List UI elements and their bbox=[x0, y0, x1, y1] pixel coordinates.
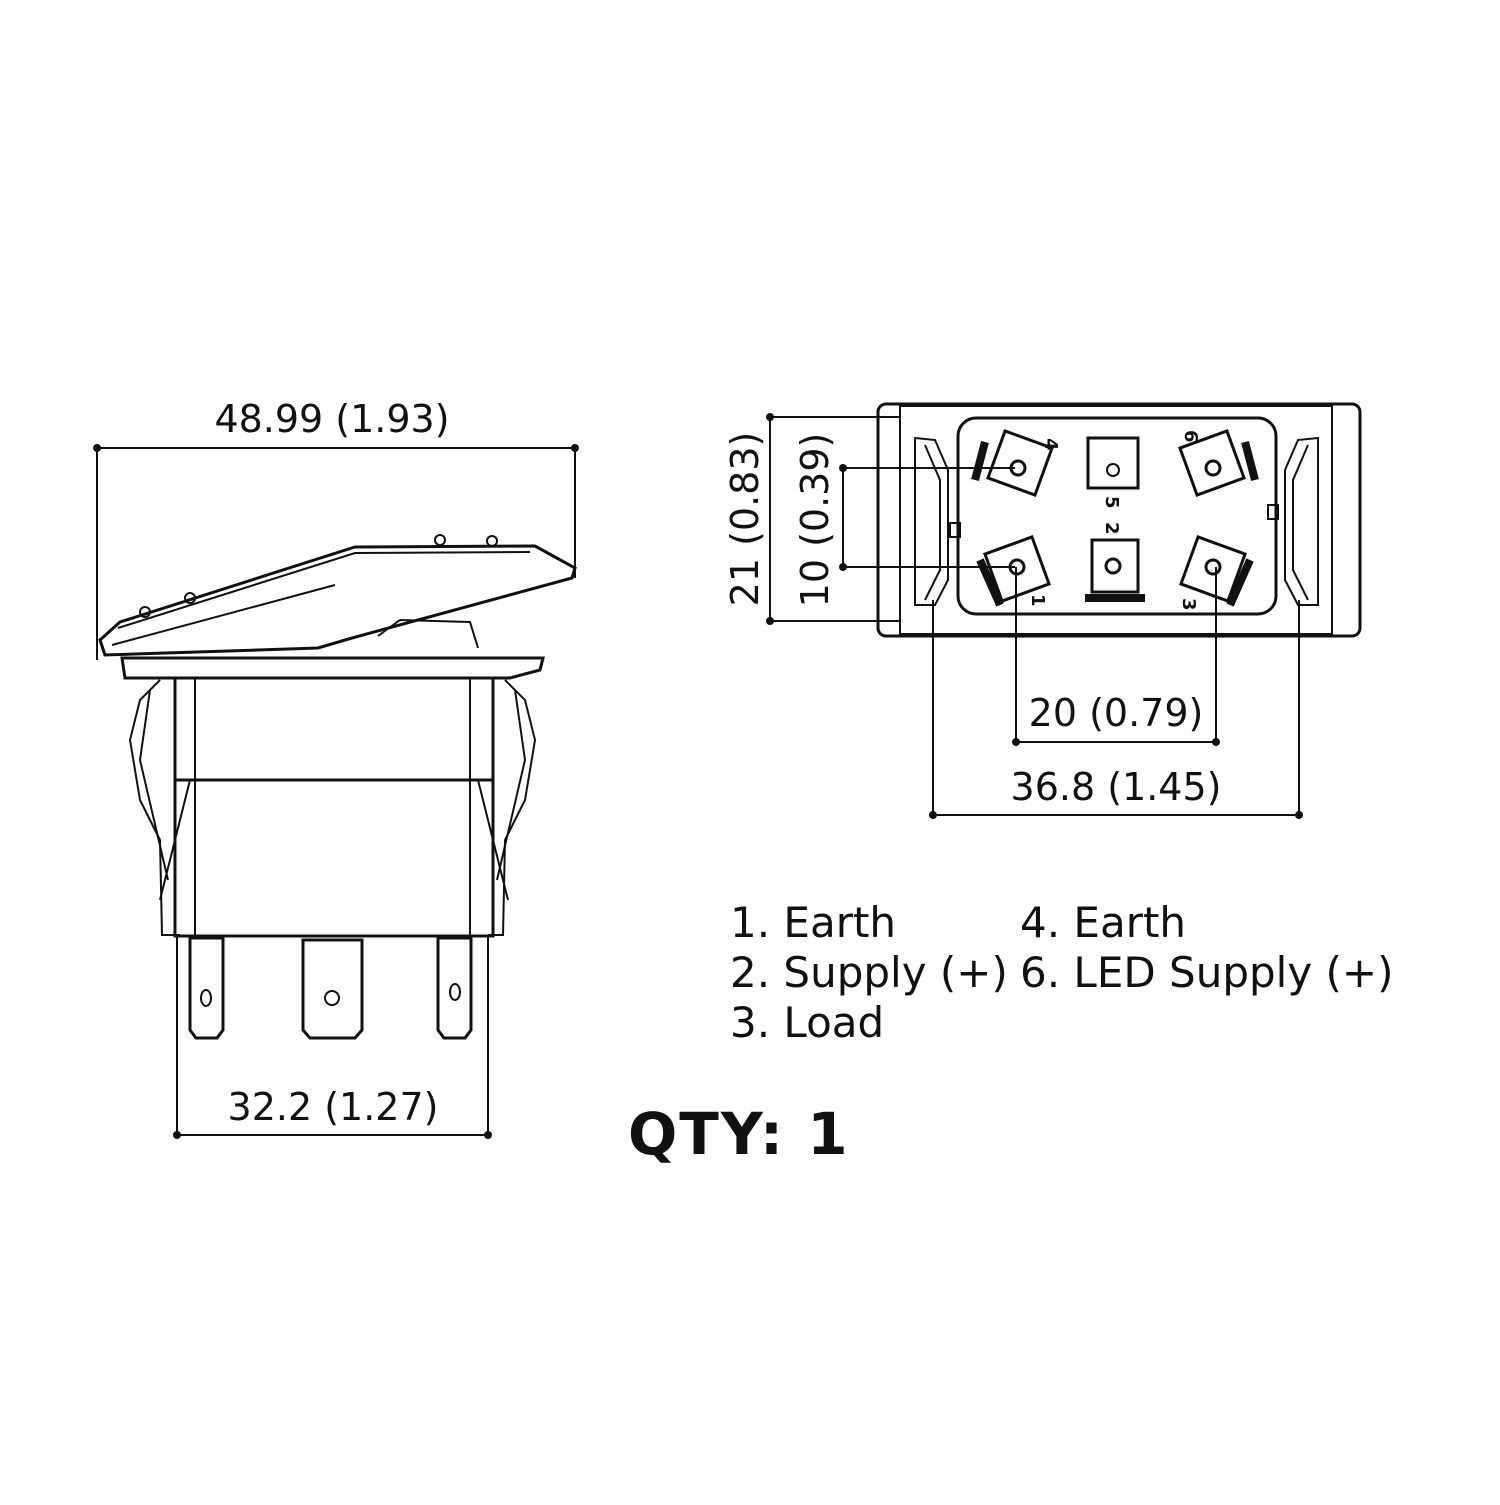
side-terminals bbox=[188, 936, 473, 1040]
side-view: 48.99 (1.93) bbox=[93, 397, 579, 1139]
pin-label-2: 2 bbox=[1101, 522, 1122, 535]
pin-label-3: 3 bbox=[1178, 598, 1199, 611]
pin-label-5: 5 bbox=[1101, 496, 1122, 509]
pin-pitch-dimension: 20 (0.79) bbox=[1012, 567, 1220, 746]
pin-terminal-3: 3 bbox=[1178, 535, 1254, 611]
legend-item-4: 4. Earth bbox=[1020, 898, 1187, 947]
height-inner-dimension: 10 (0.39) bbox=[793, 433, 1015, 608]
height-total-label: 21 (0.83) bbox=[723, 432, 767, 607]
pin-terminal-2: 2 bbox=[1085, 522, 1145, 602]
legend-item-1: 1. Earth bbox=[730, 898, 897, 947]
pin-label-1: 1 bbox=[1027, 594, 1048, 607]
side-width-label: 48.99 (1.93) bbox=[214, 397, 449, 441]
legend-item-6: 6. LED Supply (+) bbox=[1020, 948, 1394, 997]
pin-label-6: 6 bbox=[1180, 430, 1201, 443]
body-width-dimension: 36.8 (1.45) bbox=[929, 600, 1303, 819]
terminal-span-dimension: 32.2 (1.27) bbox=[173, 936, 492, 1139]
bezel-flange bbox=[120, 656, 545, 680]
height-inner-label: 10 (0.39) bbox=[793, 433, 837, 608]
terminal-pocket bbox=[956, 416, 1278, 616]
terminal-span-label: 32.2 (1.27) bbox=[228, 1085, 439, 1129]
pin-terminal-5: 5 bbox=[1086, 436, 1140, 509]
pin-legend-right: 4. Earth 6. LED Supply (+) bbox=[1020, 898, 1394, 998]
rocker-actuator bbox=[98, 534, 577, 657]
pin-label-4: 4 bbox=[1040, 438, 1061, 451]
legend-item-2: 2. Supply (+) bbox=[730, 948, 1008, 997]
pin-legend-left: 1. Earth 2. Supply (+) 3. Load bbox=[730, 898, 1008, 1048]
pin-terminal-6: 6 bbox=[1178, 429, 1259, 497]
side-width-dimension: 48.99 (1.93) bbox=[93, 397, 579, 660]
pin-pitch-label: 20 (0.79) bbox=[1029, 691, 1204, 735]
bottom-view: 4 6 5 2 1 3 bbox=[723, 402, 1362, 819]
body-width-label: 36.8 (1.45) bbox=[1011, 765, 1222, 809]
legend-item-3: 3. Load bbox=[730, 998, 885, 1047]
switch-housing bbox=[128, 676, 537, 938]
quantity-label: QTY: 1 bbox=[628, 1100, 850, 1168]
height-total-dimension: 21 (0.83) bbox=[723, 413, 900, 625]
